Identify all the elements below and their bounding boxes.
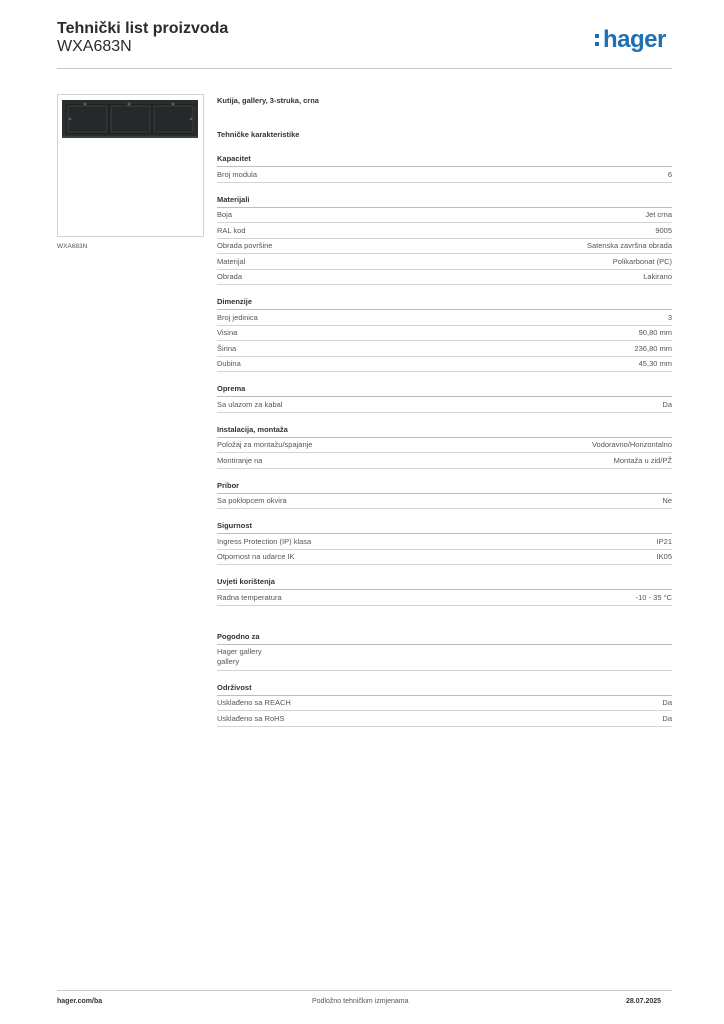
spec-value: -10 - 35 °C [635, 592, 672, 602]
section-title: Sigurnost [217, 521, 672, 534]
spec-row: Visina 90,80 mm [217, 326, 672, 341]
odrzivost-row-1: Usklađeno sa RoHS Da [217, 711, 672, 727]
spec-label: Radna temperatura [217, 592, 282, 602]
spec-row: Sa ulazom za kabal Da [217, 397, 672, 413]
product-image [57, 94, 204, 237]
section-title: Dimenzije [217, 297, 672, 310]
spec-value: Vodoravno/Horizontalno [591, 440, 672, 450]
footer-divider [57, 990, 672, 991]
spec-row: Obrada Lakirano [217, 270, 672, 285]
odrzivost-row-0: Usklađeno sa REACH Da [217, 696, 672, 711]
logo-text: hager [603, 26, 666, 53]
spec-label: Broj modula [217, 169, 258, 179]
spec-row: Sa poklopcem okvira Ne [217, 494, 672, 509]
spec-value: 9005 [655, 225, 672, 235]
spec-label: Boja [217, 210, 233, 220]
footer-date: 28.07.2025 [626, 998, 662, 1005]
spec-value: Da [662, 399, 672, 409]
image-caption: WXA683N [57, 243, 88, 250]
spec-row: Dubina 45,30 mm [217, 357, 672, 372]
section-title: Uvjeti korištenja [217, 577, 672, 590]
spec-row: Broj modula 6 [217, 167, 672, 183]
spec-value: 45,30 mm [638, 359, 672, 369]
spec-value: 6 [667, 169, 672, 179]
spec-label: Montiranje na [217, 455, 263, 465]
product-code: WXA683N [57, 38, 132, 55]
spec-content: Kutija, gallery, 3-struka, crna Tehničke… [217, 96, 672, 727]
spec-value: Montaža u zid/PŽ [613, 455, 672, 465]
spec-value: Jet crna [645, 210, 672, 220]
spec-label: Materijal [217, 256, 246, 266]
spec-label: RAL kod [217, 225, 246, 235]
spec-value: Da [662, 698, 672, 708]
spec-row: Obrada površine Satenska završna obrada [217, 239, 672, 254]
spec-value: IP21 [656, 536, 672, 546]
spec-value: Polikarbonat (PC) [612, 256, 672, 266]
spec-row: Radna temperatura -10 - 35 °C [217, 590, 672, 606]
spec-value: Satenska završna obrada [586, 241, 672, 251]
spec-row: Materijal Polikarbonat (PC) [217, 254, 672, 270]
spec-value: 90,80 mm [638, 328, 672, 338]
spec-value: 3 [667, 312, 672, 322]
spec-value: Lakirano [643, 272, 672, 282]
spec-row: Broj jedinica 3 [217, 310, 672, 326]
hager-logo: hager [595, 26, 666, 54]
spec-label: Visina [217, 328, 238, 338]
pogodno-title: Pogodno za [217, 632, 672, 645]
spec-value: Da [662, 713, 672, 723]
odrzivost-title: Održivost [217, 683, 672, 696]
product-name: Kutija, gallery, 3-struka, crna [217, 96, 319, 105]
spec-value: IK05 [656, 552, 672, 562]
spec-label: Ingress Protection (IP) klasa [217, 536, 312, 546]
spec-row: Boja Jet crna [217, 208, 672, 223]
spec-row: Položaj za montažu/spajanje Vodoravno/Hor… [217, 438, 672, 453]
spec-value: 236,80 mm [634, 343, 672, 353]
product-box-icon [62, 100, 198, 138]
spec-row: RAL kod 9005 [217, 223, 672, 239]
spec-label: Obrada površine [217, 241, 273, 251]
pogodno-line1: Hager gallery [217, 646, 262, 656]
section-title: Materijali [217, 195, 672, 208]
spec-label: Broj jedinica [217, 312, 258, 322]
header-divider [57, 68, 672, 69]
pogodno-row: Hager gallery gallery [217, 645, 672, 671]
section-title: Kapacitet [217, 154, 672, 167]
spec-row: Otpornost na udarce IK IK05 [217, 550, 672, 565]
footer-website[interactable]: hager.com/ba [57, 998, 103, 1005]
section-title: Instalacija, montaža [217, 425, 672, 438]
section-title: Oprema [217, 384, 672, 397]
spec-row: Širina 236,80 mm [217, 341, 672, 357]
spec-label: Dubina [217, 359, 241, 369]
logo-dots-icon [595, 29, 601, 49]
spec-row: Ingress Protection (IP) klasa IP21 [217, 534, 672, 550]
spec-value: Ne [662, 496, 672, 506]
spec-label: Sa poklopcem okvira [217, 496, 287, 506]
spec-label: Usklađeno sa RoHS [217, 713, 285, 723]
spec-label: Sa ulazom za kabal [217, 399, 283, 409]
spec-label: Položaj za montažu/spajanje [217, 440, 313, 450]
footer-notice: Podložno tehničkim izmjenama [312, 998, 409, 1005]
pogodno-line2: gallery [217, 657, 240, 666]
spec-label: Obrada [217, 272, 243, 282]
document-title: Tehnički list proizvoda [57, 20, 229, 37]
tech-heading: Tehničke karakteristike [217, 130, 300, 139]
spec-label: Širina [217, 343, 237, 353]
spec-label: Usklađeno sa REACH [217, 698, 291, 708]
spec-row: Montiranje na Montaža u zid/PŽ [217, 453, 672, 469]
spec-label: Otpornost na udarce IK [217, 552, 295, 562]
section-title: Pribor [217, 481, 672, 494]
